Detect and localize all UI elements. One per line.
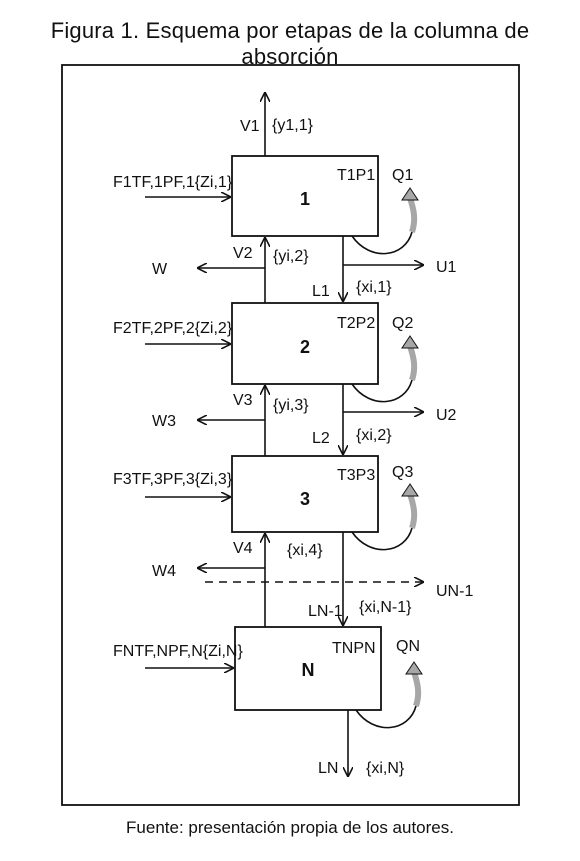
label-xi4: {xi,4} (287, 542, 323, 559)
heat-arrow-QN (411, 671, 422, 707)
label-L1: L1 (312, 283, 330, 300)
heat-arrowhead-Q2 (401, 335, 419, 349)
heat-loop-Q1 (351, 231, 413, 255)
stage-box-2 (231, 302, 379, 385)
label-FN: FNTF,NPF,N{Zi,N} (113, 643, 243, 660)
heat-arrow-Q2 (407, 345, 418, 381)
label-LN1: LN-1 (308, 603, 343, 620)
stage-tp-3: T3P3 (337, 467, 375, 484)
figure-caption: Fuente: presentación propia de los autor… (126, 818, 454, 837)
heat-arrow-Q1 (407, 197, 418, 233)
label-L2: L2 (312, 430, 330, 447)
heat-loop-Q2 (351, 379, 413, 403)
label-W3: W3 (152, 413, 176, 430)
label-F2: F2TF,2PF,2{Zi,2} (113, 320, 233, 337)
diagram-frame (61, 64, 520, 806)
label-U2: U2 (436, 407, 457, 424)
label-U1: U1 (436, 259, 457, 276)
label-xiN1: {xi,N-1} (359, 599, 412, 616)
label-V2: V2 (233, 245, 253, 262)
stage-box-1 (231, 155, 379, 237)
label-UN1: UN-1 (436, 583, 473, 600)
heat-loop-QN (355, 705, 417, 729)
label-V3: V3 (233, 392, 253, 409)
label-QN: QN (396, 638, 420, 655)
label-W4: W4 (152, 563, 176, 580)
stage-number-N: N (302, 660, 315, 680)
label-xi1: {xi,1} (356, 279, 392, 296)
stage-box-N (234, 626, 382, 711)
stage-number-2: 2 (300, 337, 310, 357)
stage-box-3 (231, 455, 379, 533)
figure-title: Figura 1. Esquema por etapas de la colum… (50, 18, 530, 69)
heat-arrowhead-Q1 (401, 187, 419, 201)
label-F1: F1TF,1PF,1{Zi,1} (113, 174, 233, 191)
label-V1: V1 (240, 118, 260, 135)
label-yi2: {yi,2} (273, 248, 309, 265)
label-V4: V4 (233, 540, 253, 557)
label-LN: LN (318, 760, 338, 777)
heat-arrowhead-Q3 (401, 483, 419, 497)
heat-arrowhead-QN (405, 661, 423, 675)
label-xi2: {xi,2} (356, 427, 392, 444)
stage-tp-2: T2P2 (337, 315, 375, 332)
heat-arrow-Q3 (407, 493, 418, 529)
stage-number-1: 1 (300, 189, 310, 209)
stage-tp-N: TNPN (332, 640, 376, 657)
label-xiN: {xi,N} (366, 760, 405, 777)
label-Q1: Q1 (392, 167, 413, 184)
label-W: W (152, 261, 168, 278)
label-Q2: Q2 (392, 315, 413, 332)
stage-number-3: 3 (300, 489, 310, 509)
label-F3: F3TF,3PF,3{Zi,3} (113, 471, 233, 488)
label-y11: {y1,1} (272, 117, 314, 134)
heat-loop-Q3 (351, 527, 413, 551)
stage-tp-1: T1P1 (337, 167, 375, 184)
label-yi3: {yi,3} (273, 397, 309, 414)
label-Q3: Q3 (392, 464, 413, 481)
